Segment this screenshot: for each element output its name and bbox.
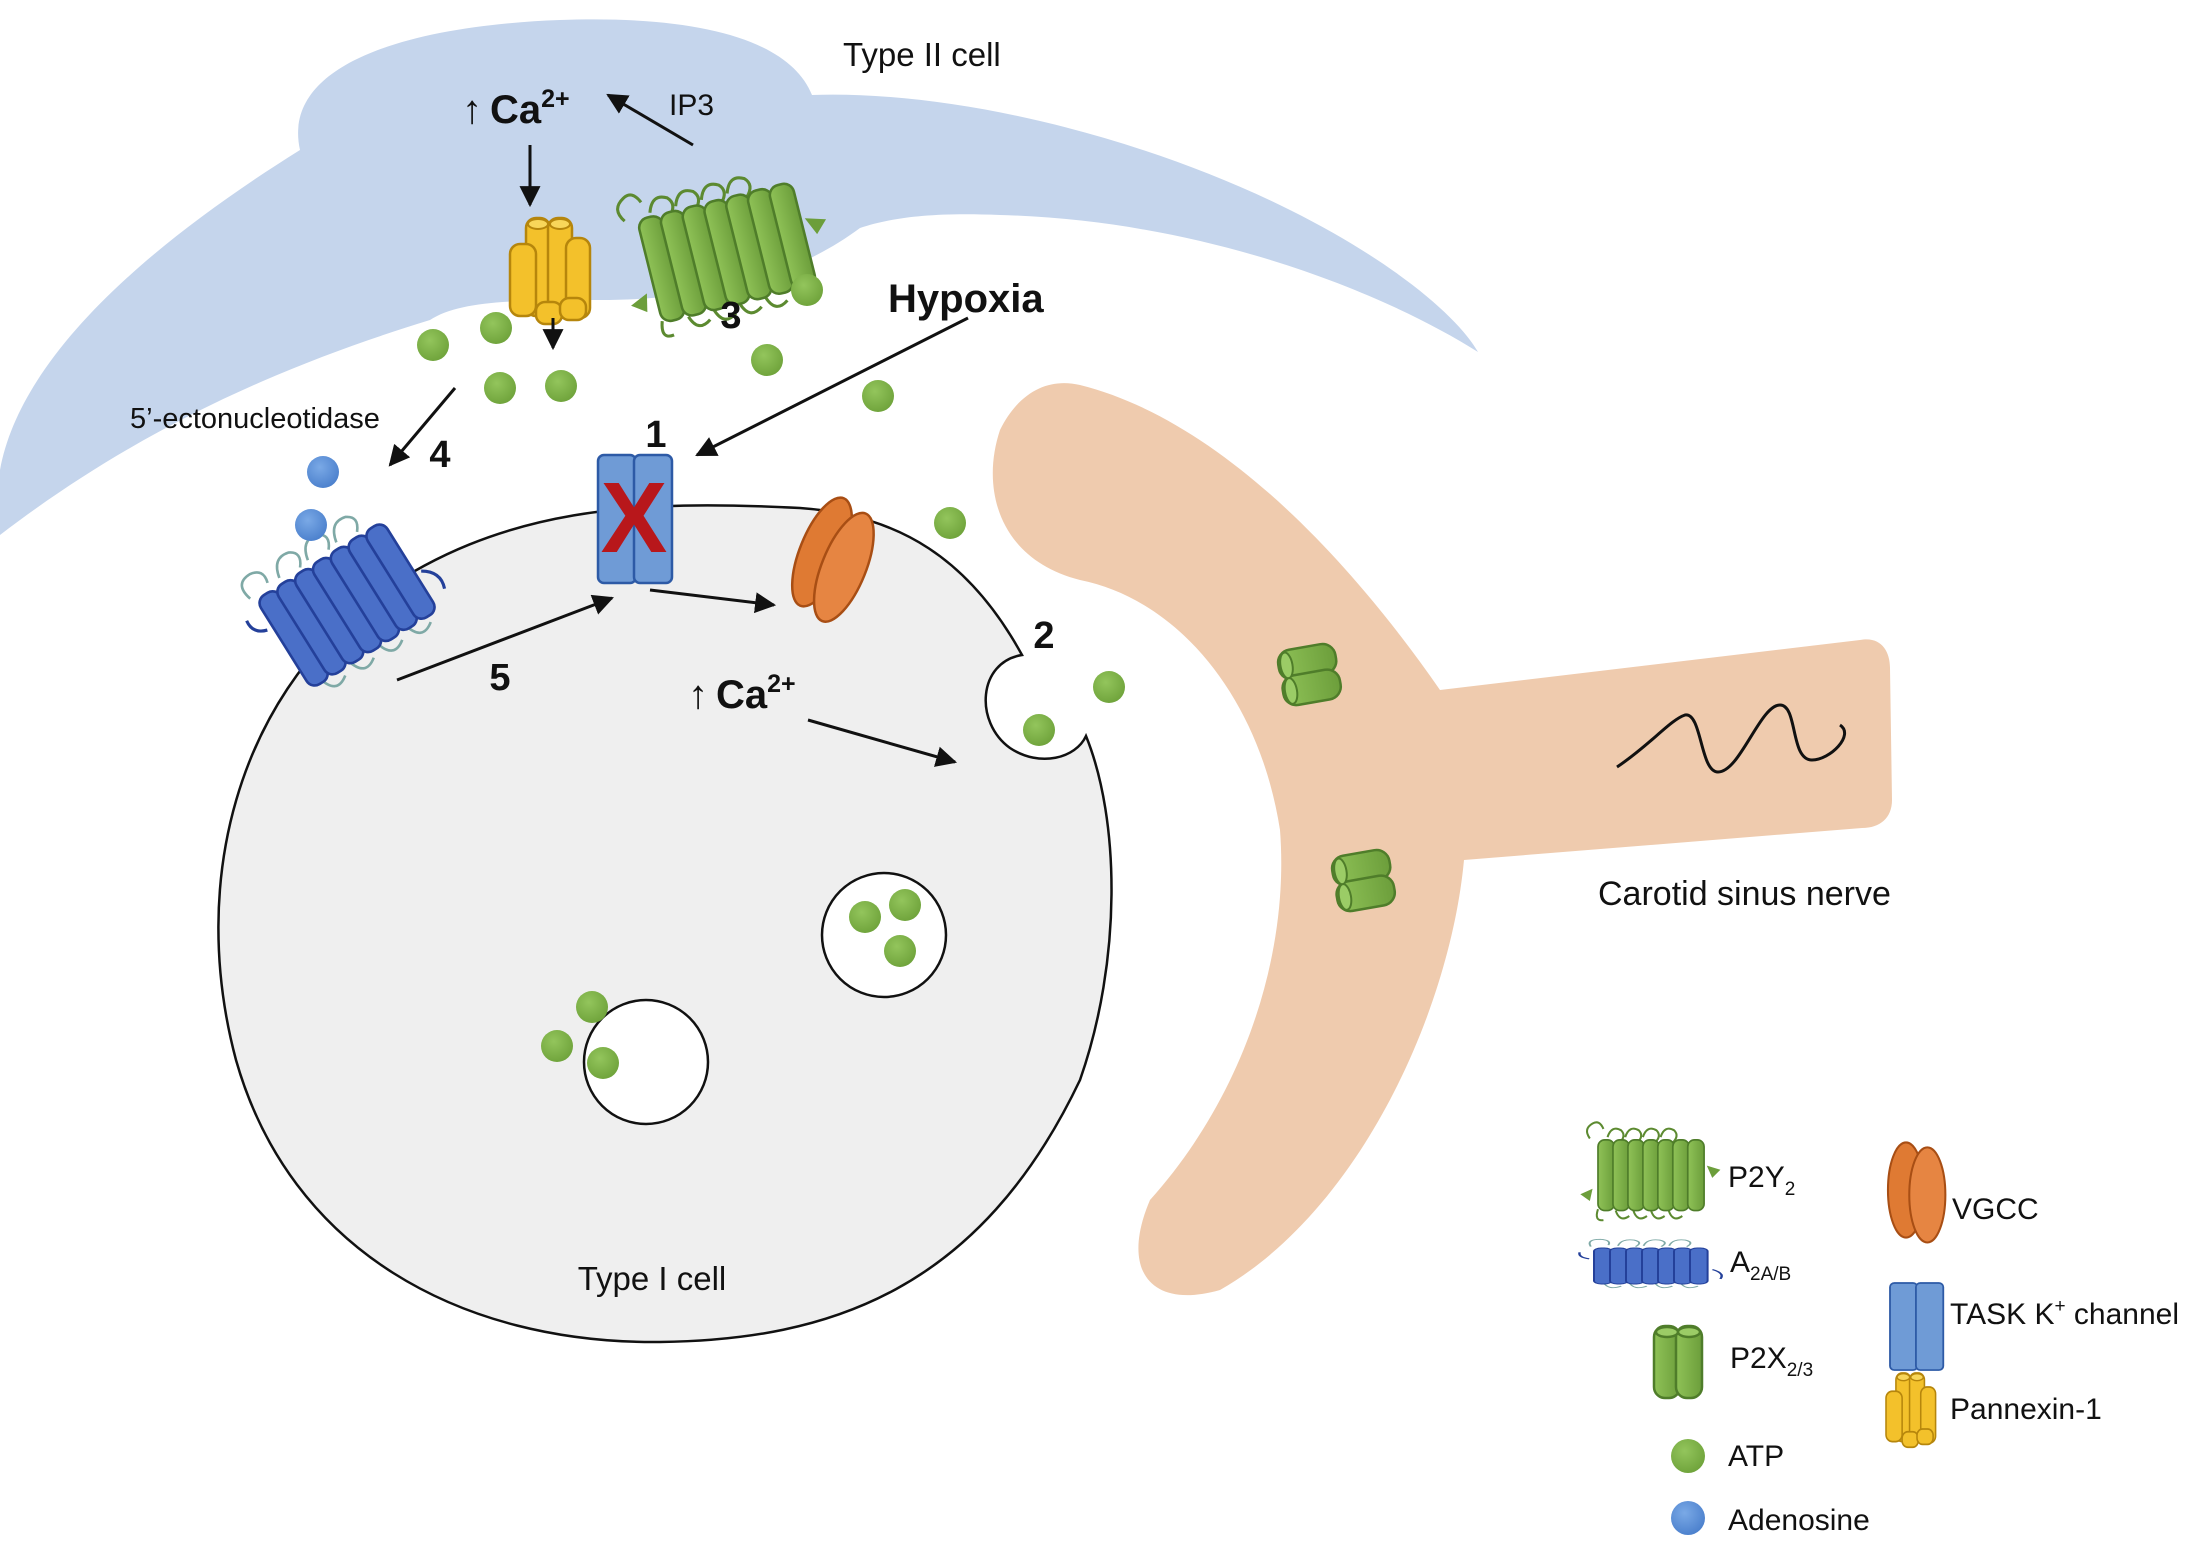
legend-task-tail: channel xyxy=(2066,1298,2179,1331)
legend-task-sup: + xyxy=(2054,1296,2065,1317)
legend-task-label: TASK K+ channel xyxy=(1950,1296,2179,1331)
step-1-label: 1 xyxy=(645,414,666,456)
legend-p2y2-sub: 2 xyxy=(1785,1179,1796,1200)
legend-vgcc-label: VGCC xyxy=(1952,1193,2039,1226)
ectonucleotidase-label: 5’-ectonucleotidase xyxy=(130,403,380,435)
atp-molecule xyxy=(576,991,608,1023)
legend-task-icon xyxy=(1889,1282,1945,1371)
legend-task-base: TASK K xyxy=(1950,1298,2054,1331)
atp-molecule xyxy=(889,889,921,921)
legend-a2ab-sub: 2A/B xyxy=(1750,1264,1791,1285)
type-ii-cell-label: Type II cell xyxy=(843,36,1001,73)
calcium-arrow: ↑ xyxy=(462,88,482,132)
atp-molecule xyxy=(791,274,823,306)
legend-p2x23-base: P2X xyxy=(1730,1342,1787,1375)
calcium-type2-label: ↑Ca2+ xyxy=(462,85,570,132)
atp-molecule xyxy=(541,1030,573,1062)
step-4-label: 4 xyxy=(429,434,450,476)
ip3-label: IP3 xyxy=(669,89,714,122)
step-3-label: 3 xyxy=(720,295,741,337)
calcium-type1-label: ↑Ca2+ xyxy=(688,670,796,717)
atp-molecule xyxy=(484,372,516,404)
carotid-sinus-nerve-label: Carotid sinus nerve xyxy=(1598,875,1891,913)
legend-atp-icon xyxy=(1671,1439,1705,1473)
legend-p2y2-label: P2Y2 xyxy=(1728,1161,1795,1200)
calcium-arrow: ↑ xyxy=(688,673,708,717)
legend-p2y2-icon xyxy=(1579,1121,1722,1222)
atp-molecule xyxy=(545,370,577,402)
hypoxia-label: Hypoxia xyxy=(888,277,1044,321)
arrow-a2ab-to-task xyxy=(396,594,614,682)
calcium-base: Ca xyxy=(716,673,768,717)
adenosine-molecule xyxy=(307,456,339,488)
atp-molecule xyxy=(884,935,916,967)
legend-p2x23-sub: 2/3 xyxy=(1787,1360,1813,1381)
step-5-label: 5 xyxy=(489,657,510,699)
atp-molecule xyxy=(751,344,783,376)
legend-pannexin-icon xyxy=(1885,1372,1937,1449)
arrow-task-to-vgcc xyxy=(649,588,777,614)
legend-p2y2-base: P2Y xyxy=(1728,1161,1785,1194)
arrow-ectonucleotidase xyxy=(388,387,457,467)
atp-molecule xyxy=(417,329,449,361)
atp-molecule xyxy=(1093,671,1125,703)
adenosine-molecule xyxy=(295,509,327,541)
step-2-label: 2 xyxy=(1033,615,1054,657)
arrow-hypoxia xyxy=(695,316,969,457)
calcium-charge: 2+ xyxy=(767,670,796,698)
type-i-cell-label: Type I cell xyxy=(578,1260,727,1297)
legend-p2x23-icon xyxy=(1652,1324,1704,1400)
atp-molecule xyxy=(849,901,881,933)
inhibition-x-mark: X xyxy=(601,462,668,574)
legend-a2ab-icon xyxy=(1578,1238,1723,1289)
p2x23-receptor xyxy=(1274,640,1345,709)
atp-molecule xyxy=(1023,714,1055,746)
calcium-base: Ca xyxy=(490,88,542,132)
vesicle xyxy=(820,871,948,999)
arrow-ip3 xyxy=(606,93,694,147)
action-potential-wave xyxy=(1616,703,1847,774)
atp-molecule xyxy=(934,507,966,539)
atp-molecule xyxy=(587,1047,619,1079)
atp-molecule xyxy=(480,312,512,344)
legend: P2Y2 A2A/B P2X2/3 ATP Adenosine VGCC TAS… xyxy=(1578,1121,2179,1537)
atp-molecule xyxy=(862,380,894,412)
calcium-charge: 2+ xyxy=(541,85,570,113)
legend-adenosine-label: Adenosine xyxy=(1728,1504,1870,1537)
p2x23-receptor xyxy=(1328,846,1399,915)
legend-vgcc-icon xyxy=(1886,1141,1947,1244)
atp-molecules xyxy=(417,274,1125,1079)
legend-a2ab-label: A2A/B xyxy=(1730,1246,1791,1285)
adenosine-molecules xyxy=(295,456,339,541)
arrow-ca-to-release xyxy=(807,718,958,767)
vesicle xyxy=(582,998,710,1126)
legend-a2ab-base: A xyxy=(1730,1246,1750,1279)
legend-adenosine-icon xyxy=(1671,1501,1705,1535)
carotid-sinus-nerve xyxy=(992,383,1892,1296)
legend-atp-label: ATP xyxy=(1728,1440,1784,1473)
legend-pannexin-label: Pannexin-1 xyxy=(1950,1393,2102,1426)
legend-p2x23-label: P2X2/3 xyxy=(1730,1342,1813,1381)
